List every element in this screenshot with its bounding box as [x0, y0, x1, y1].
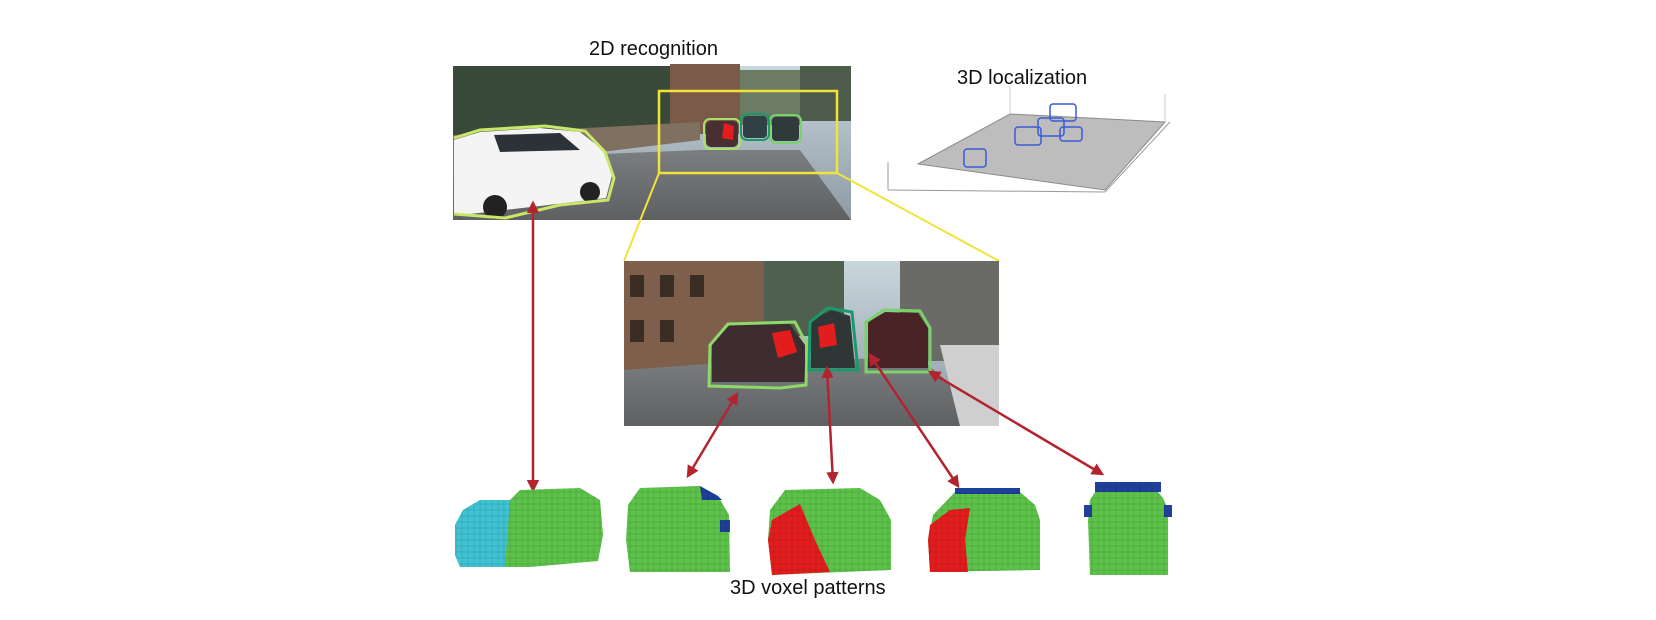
- zoom-line-left: [623, 172, 660, 262]
- zoom-line-right: [836, 172, 1000, 262]
- arrow-3: [821, 365, 839, 485]
- label-2d-recognition: 2D recognition: [589, 38, 718, 60]
- voxel-car-4: [928, 488, 1040, 572]
- voxel-car-1: [455, 488, 603, 567]
- highlight-box: [657, 89, 839, 175]
- voxel-car-3: [768, 488, 891, 575]
- road-scene-photo: [453, 64, 851, 220]
- voxel-car-5: [1084, 482, 1172, 575]
- zoomed-road-photo: [624, 261, 999, 426]
- voxel-car-2: [626, 486, 730, 572]
- label-3d-voxel-patterns: 3D voxel patterns: [730, 577, 886, 599]
- label-3d-localization: 3D localization: [957, 67, 1088, 89]
- 3d-plot: [887, 86, 1171, 193]
- arrow-2: [686, 391, 739, 479]
- arrow-5: [927, 370, 1105, 476]
